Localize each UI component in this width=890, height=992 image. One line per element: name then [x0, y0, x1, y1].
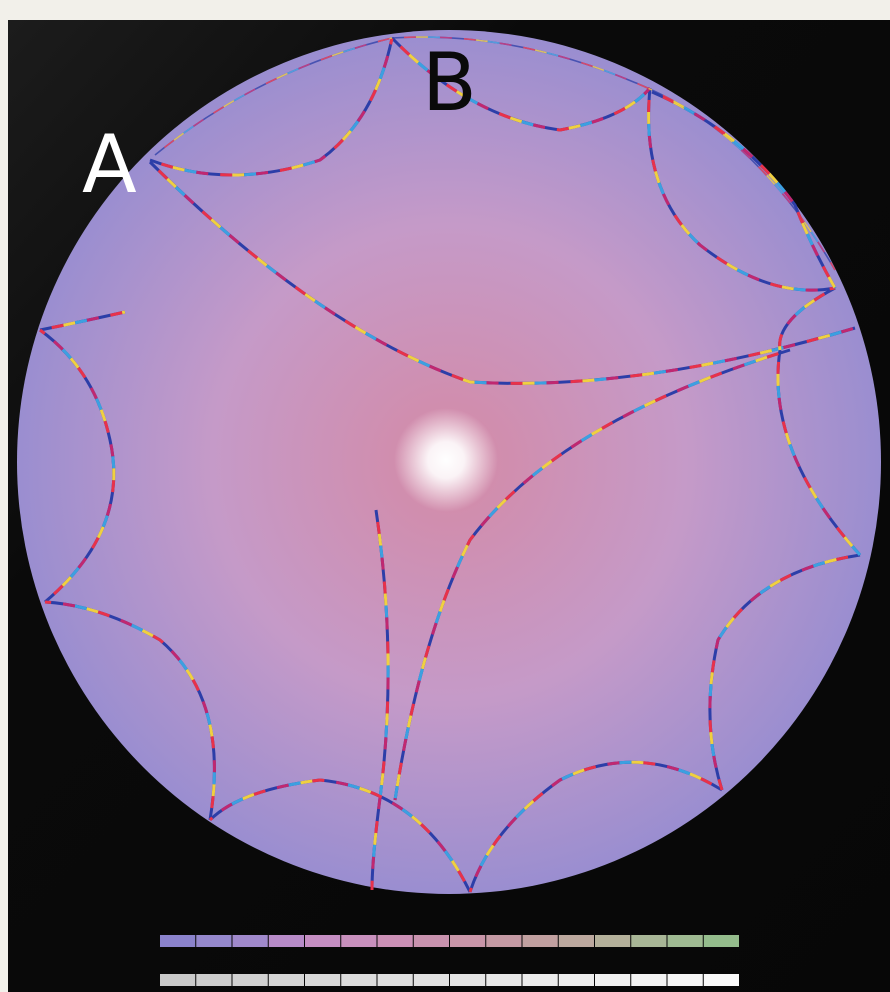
color-scale-swatch: [668, 974, 703, 986]
color-scale-swatch: [704, 935, 739, 947]
color-scale-swatch: [160, 974, 195, 986]
center-glow: [394, 408, 498, 512]
color-scale-swatch: [450, 935, 485, 947]
color-scale-swatch: [305, 974, 340, 986]
color-scale-swatch: [450, 974, 485, 986]
color-scale-swatch: [269, 935, 304, 947]
label-b: B: [422, 36, 477, 129]
color-scale-swatch: [196, 935, 231, 947]
color-scale-swatch: [631, 935, 666, 947]
color-scale-swatch: [704, 974, 739, 986]
color-scale-swatch: [196, 974, 231, 986]
color-scale-swatch: [668, 935, 703, 947]
color-scale-swatch: [523, 974, 558, 986]
color-scale-swatch: [341, 935, 376, 947]
color-scale-swatch: [631, 974, 666, 986]
color-scale-swatch: [305, 935, 340, 947]
color-scale-swatch: [595, 974, 630, 986]
color-scale-swatch: [559, 974, 594, 986]
color-scale-swatch: [378, 935, 413, 947]
color-scale-swatch: [378, 974, 413, 986]
color-scale-swatch: [523, 935, 558, 947]
color-scale-swatch: [233, 935, 268, 947]
color-scale-swatch: [414, 935, 449, 947]
color-scale-swatch: [341, 974, 376, 986]
color-scale-swatch: [559, 935, 594, 947]
color-scale-swatch: [486, 935, 521, 947]
label-a: A: [82, 118, 137, 211]
color-scale-swatch: [160, 935, 195, 947]
color-scale-swatch: [595, 935, 630, 947]
color-scale-swatch: [269, 974, 304, 986]
color-scale-swatch: [233, 974, 268, 986]
color-scale-swatch: [486, 974, 521, 986]
color-scale-swatch: [414, 974, 449, 986]
